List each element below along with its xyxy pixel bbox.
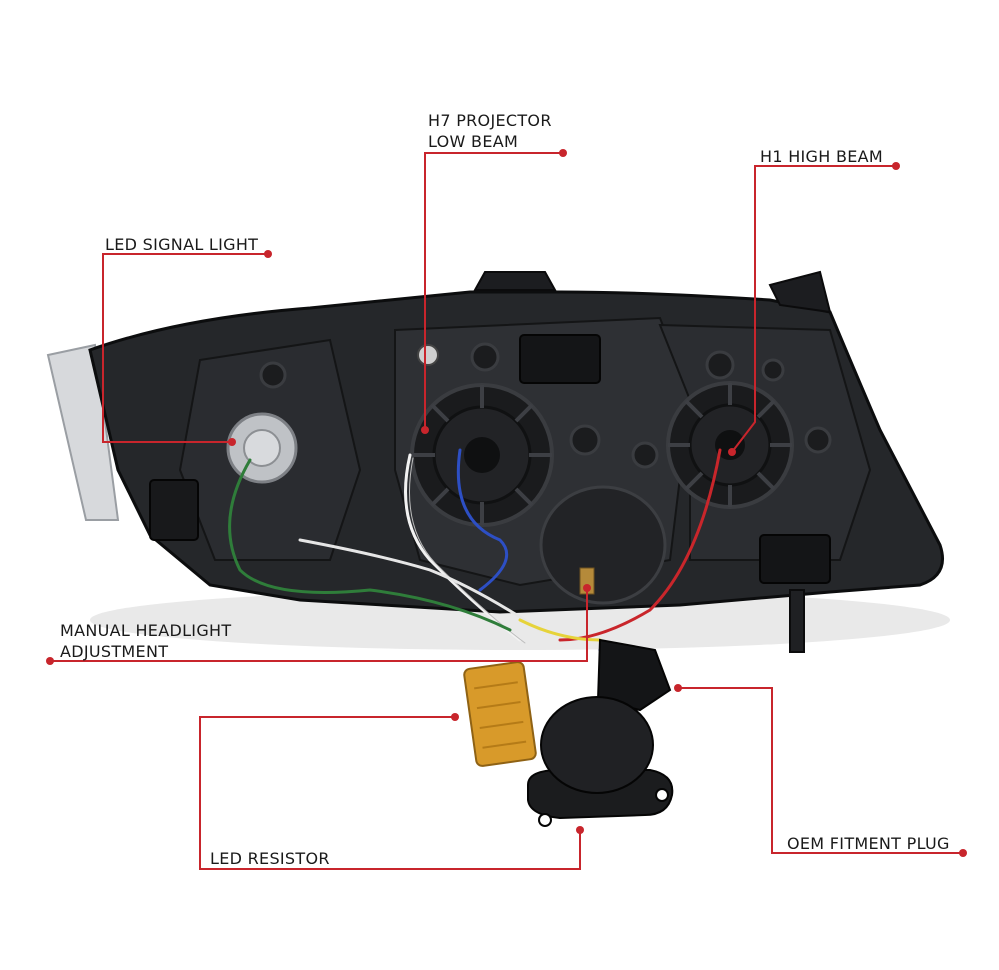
led-resistor-label: LED RESISTOR xyxy=(210,848,330,869)
top-right-mount-tab xyxy=(768,270,832,314)
leader-dot xyxy=(559,149,567,157)
wiring-harness xyxy=(228,448,722,682)
screw-boss xyxy=(631,441,659,469)
screw-boss xyxy=(417,344,439,366)
leader-dot xyxy=(674,684,682,692)
leader-dot xyxy=(583,584,591,592)
leader-dot xyxy=(728,448,736,456)
oem-fitment-plug-label: OEM FITMENT PLUG xyxy=(787,833,950,854)
led-signal-light-label: LED SIGNAL LIGHT xyxy=(105,234,258,255)
top-mount-tab xyxy=(473,271,557,291)
h1-bulb-cap-ribs xyxy=(668,383,792,507)
leader-dot xyxy=(451,713,459,721)
screw-boss xyxy=(569,424,601,456)
oem-plug-hole xyxy=(538,813,552,827)
screw-boss xyxy=(761,358,785,382)
leader-dot xyxy=(46,657,54,665)
oem-plug-cap xyxy=(540,696,654,794)
h7-bulb-cap-ribs xyxy=(412,385,552,525)
h7-projector-label-line1: H7 PROJECTOR xyxy=(428,111,552,130)
leader-dot xyxy=(264,250,272,258)
h1-high-beam-label-text: H1 HIGH BEAM xyxy=(760,147,883,166)
led-signal-light-label-text: LED SIGNAL LIGHT xyxy=(105,235,259,254)
manual-headlight-adjustment-label: MANUAL HEADLIGHT ADJUSTMENT xyxy=(60,620,231,662)
oem-plug-hole xyxy=(655,788,669,802)
leader-dot xyxy=(892,162,900,170)
leader-dot xyxy=(576,826,584,834)
h1-bulb-center xyxy=(715,430,745,460)
leader-oem-plug xyxy=(678,687,963,854)
lower-mount-tab xyxy=(789,589,805,653)
h7-bulb-center xyxy=(464,437,500,473)
leader-led-resistor xyxy=(199,716,581,870)
screw-boss xyxy=(705,350,735,380)
leader-dots xyxy=(46,149,967,857)
left-connector-block xyxy=(149,479,199,541)
screw-boss xyxy=(259,361,287,389)
leader-dot xyxy=(228,438,236,446)
h7-projector-label-line2: LOW BEAM xyxy=(428,132,519,151)
led-resistor-fins xyxy=(474,681,527,749)
leader-manual-adjust xyxy=(50,588,588,662)
manual-adjustment-label-line1: MANUAL HEADLIGHT xyxy=(60,621,232,640)
oem-fitment-plug-label-text: OEM FITMENT PLUG xyxy=(787,834,950,853)
leader-dot xyxy=(421,426,429,434)
leader-h7 xyxy=(424,152,563,430)
oem-plug-connector xyxy=(596,638,672,712)
screw-boss xyxy=(470,342,500,372)
leader-dot xyxy=(959,849,967,857)
right-connector-block xyxy=(759,534,831,584)
h1-high-beam-label: H1 HIGH BEAM xyxy=(760,146,883,167)
manual-adjustment-label-line2: ADJUSTMENT xyxy=(60,642,169,661)
leader-lines xyxy=(50,152,963,870)
top-connector-block xyxy=(519,334,601,384)
leader-led-signal xyxy=(102,253,268,443)
leader-h1 xyxy=(731,165,896,453)
screw-boss xyxy=(804,426,832,454)
h7-projector-label: H7 PROJECTOR LOW BEAM xyxy=(428,110,552,152)
led-resistor-block xyxy=(463,661,537,767)
led-signal-socket-inner xyxy=(243,429,281,467)
led-resistor-label-text: LED RESISTOR xyxy=(210,849,330,868)
adjuster-dome xyxy=(539,485,667,605)
